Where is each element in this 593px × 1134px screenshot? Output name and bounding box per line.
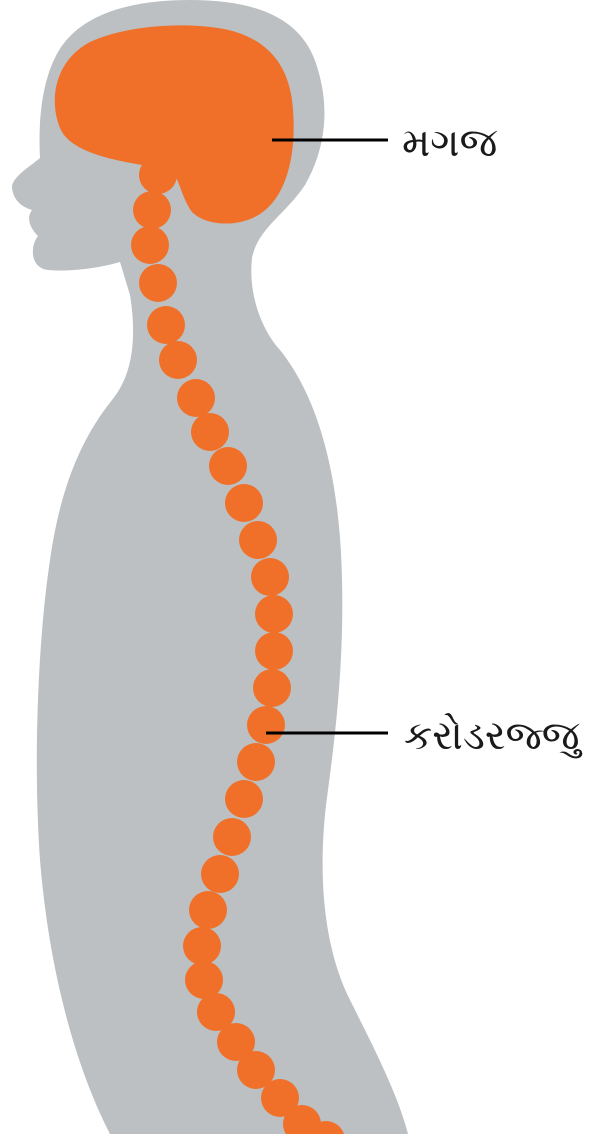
vertebra-22	[183, 927, 221, 965]
vertebra-11	[239, 521, 277, 559]
vertebra-6	[159, 341, 197, 379]
vertebra-8	[191, 413, 229, 451]
vertebra-14	[255, 632, 293, 670]
vertebra-4	[139, 264, 177, 302]
brain-label: મગજ	[402, 120, 497, 166]
vertebra-19	[213, 818, 251, 856]
vertebra-17	[237, 743, 275, 781]
vertebra-21	[189, 891, 227, 929]
vertebra-20	[201, 855, 239, 893]
vertebra-18	[225, 780, 263, 818]
vertebra-5	[147, 306, 185, 344]
vertebra-15	[253, 669, 291, 707]
vertebra-1	[139, 156, 177, 194]
vertebra-2	[133, 191, 171, 229]
vertebra-13	[255, 595, 293, 633]
vertebra-3	[131, 226, 169, 264]
vertebra-10	[225, 484, 263, 522]
vertebra-9	[209, 447, 247, 485]
vertebra-12	[251, 558, 289, 596]
spinal-cord-label: કરોડરજ્જુ	[404, 713, 583, 759]
vertebra-7	[177, 379, 215, 417]
vertebra-16	[247, 706, 285, 744]
